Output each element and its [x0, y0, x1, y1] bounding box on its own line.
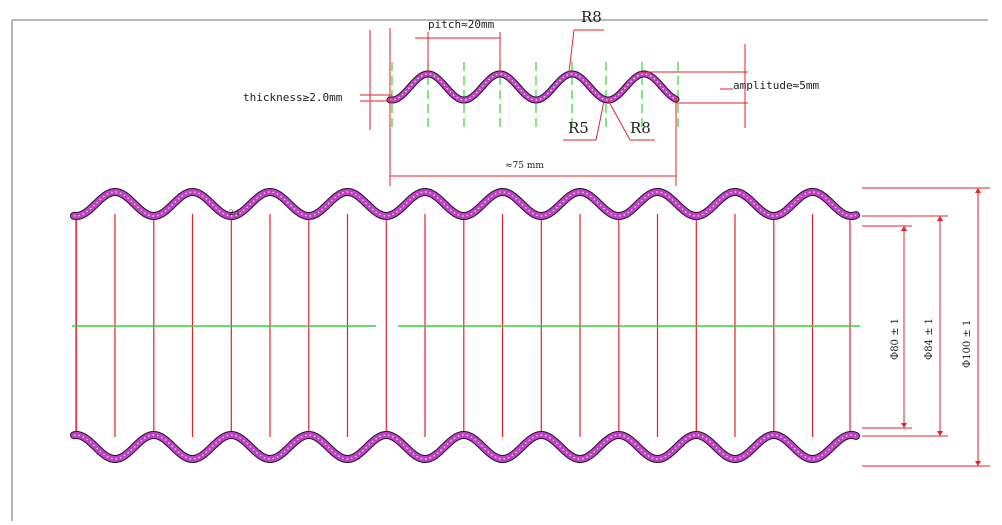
dim-phi84-label: Φ84 ± 1 [924, 318, 935, 360]
amplitude-label: amplitude≈5mm [733, 79, 819, 92]
detail-dimension-lines [360, 28, 748, 186]
r8-leader [607, 99, 631, 141]
thickness-label: thickness≥2.0mm [243, 91, 343, 104]
radius-r5-label: R5 [568, 119, 589, 137]
dim-phi80-label: Φ80 ± 1 [890, 318, 901, 360]
phi100-arrow-bottom [975, 461, 981, 466]
pitch-label: pitch≈20mm [428, 18, 495, 31]
radius-r8-top-label: R8 [581, 8, 602, 26]
pipe-top-wall-fill [71, 189, 859, 219]
pipe-corrugated-walls [70, 188, 860, 463]
scale-mark: 2:1 [229, 209, 240, 217]
r5-leader [595, 100, 605, 141]
pipe-bottom-wall-fill [71, 432, 859, 462]
phi100-arrow-top [975, 188, 981, 193]
detail-wave-stipple [389, 73, 677, 101]
phi80-arrow-top [901, 226, 907, 231]
radius-r8-label: R8 [630, 119, 651, 137]
phi84-arrow-top [937, 216, 943, 221]
dim-phi100-label: Φ100 ± 1 [962, 320, 973, 368]
diameter-dimension-lines [862, 187, 990, 467]
phi80-arrow-bottom [901, 423, 907, 428]
phi84-arrow-bottom [937, 431, 943, 436]
r8-top-leader [568, 29, 575, 73]
length-label: ≈75 mm [505, 161, 544, 171]
detail-wave-profile [386, 70, 680, 104]
